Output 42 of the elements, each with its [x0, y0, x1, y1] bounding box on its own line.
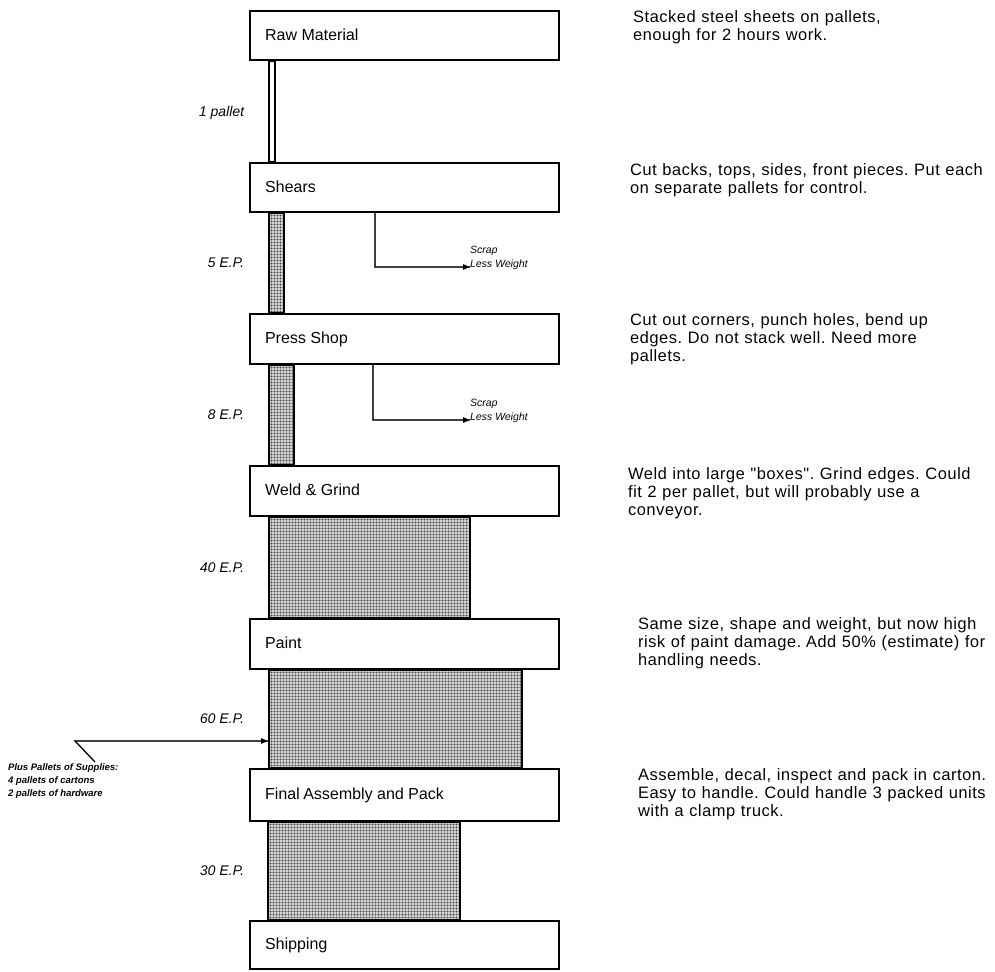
flow-bar	[268, 669, 523, 769]
quantity-label: 8 E.P.	[208, 406, 244, 422]
process-box	[249, 618, 560, 670]
step-description: Assemble, decal, inspect and pack in carton. Easy to handle. Could handle 3 packed units with a clamp truck.	[638, 766, 988, 820]
supplies-note: 4 pallets of cartons	[8, 774, 96, 788]
process-name: Shipping	[265, 936, 328, 954]
process-box	[249, 920, 560, 970]
process-box	[249, 313, 560, 365]
process-name: Weld & Grind	[265, 482, 360, 500]
quantity-label: 5 E.P.	[208, 254, 244, 270]
process-box	[249, 10, 560, 61]
process-name: Shears	[265, 178, 316, 196]
flow-bar	[268, 60, 276, 163]
quantity-label: 60 E.P.	[200, 710, 244, 726]
process-box	[249, 768, 560, 822]
process-box	[249, 465, 560, 517]
flow-bar	[268, 212, 285, 314]
scrap-note: Scrap	[470, 396, 498, 410]
quantity-label: 1 pallet	[198, 102, 244, 118]
quantity-label: 30 E.P.	[200, 862, 244, 878]
arrow	[73, 738, 268, 763]
step-description: Weld into large "boxes". Grind edges. Could fit 2 per pallet, but will probably use a conveyor.	[628, 465, 972, 519]
quantity-label: 40 E.P.	[200, 558, 244, 574]
process-name: Final Assembly and Pack	[265, 786, 444, 804]
flow-bar	[268, 516, 471, 619]
flow-bar	[268, 364, 295, 466]
step-description: Same size, shape and weight, but now high risk of paint damage. Add 50% (estimate) for handling needs.	[638, 615, 987, 669]
scrap-note: Scrap	[470, 243, 498, 258]
flow-bar	[267, 821, 461, 921]
step-description: Cut backs, tops, sides, front pieces. Put each on separate pallets for control.	[630, 161, 984, 197]
supplies-note: Plus Pallets of Supplies:	[8, 762, 118, 775]
step-description: Cut out corners, punch holes, bend up edges. Do not stack well. Need more pallets.	[630, 311, 930, 365]
process-name: Press Shop	[265, 330, 348, 348]
scrap-note: Less Weight	[470, 257, 528, 272]
step-description: Stacked steel sheets on pallets, enough for 2 hours work.	[633, 8, 882, 44]
arrow	[374, 213, 470, 270]
scrap-note: Less Weight	[470, 410, 528, 424]
arrow	[372, 365, 470, 423]
process-box	[249, 162, 560, 213]
process-name: Raw Material	[265, 26, 358, 44]
process-name: Paint	[265, 635, 302, 653]
supplies-note: 2 pallets of hardware	[8, 788, 104, 800]
